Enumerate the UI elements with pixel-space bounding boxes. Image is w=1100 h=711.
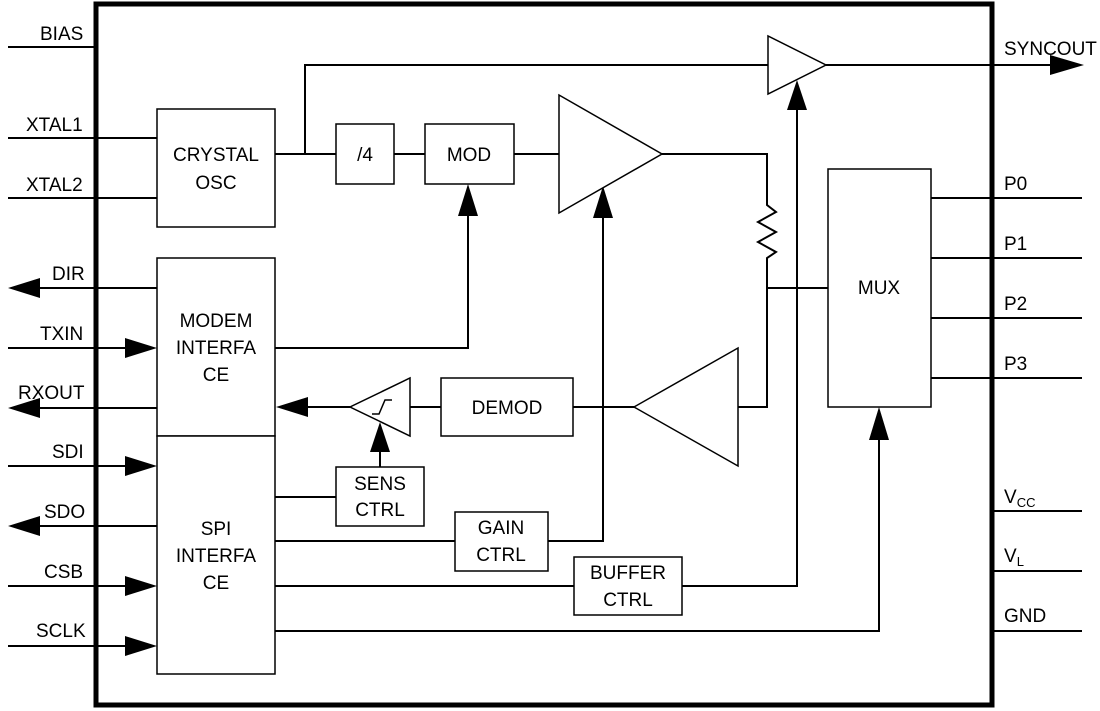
dir-arrow-icon <box>8 278 40 298</box>
pin-syncout: SYNCOUT <box>826 39 1097 75</box>
rxout-arrow-icon <box>8 398 40 418</box>
pin-gnd: GND <box>992 606 1082 632</box>
pin-sdi: SDI <box>8 442 157 476</box>
pin-dir-label: DIR <box>52 264 85 285</box>
svg-text:MOD: MOD <box>447 145 491 166</box>
pin-txin: TXIN <box>8 324 157 358</box>
pin-gnd-label: GND <box>1004 606 1046 627</box>
sens-ctrl-block: SENS CTRL <box>335 466 425 527</box>
pin-sclk: SCLK <box>8 621 157 656</box>
pin-xtal2-label: XTAL2 <box>26 175 83 196</box>
svg-text:INTERFA: INTERFA <box>176 338 257 359</box>
csb-arrow-icon <box>125 576 157 596</box>
buffer-ctrl-block: BUFFER CTRL <box>573 556 683 616</box>
svg-text:SENS: SENS <box>354 474 406 495</box>
svg-text:MUX: MUX <box>858 278 901 299</box>
pin-p0-label: P0 <box>1004 174 1027 195</box>
spi-interface-block: SPI INTERFA CE <box>156 435 276 675</box>
rx-amplifier-icon <box>632 346 739 468</box>
svg-text:SPI: SPI <box>201 519 232 540</box>
mux-arrow-icon <box>869 407 889 440</box>
modem-interface-block: MODEM INTERFA CE <box>156 257 276 437</box>
divide-by-4-block: /4 <box>335 123 395 185</box>
pin-p1-label: P1 <box>1004 234 1027 255</box>
svg-text:CE: CE <box>203 573 229 594</box>
pin-p0: P0 <box>931 174 1082 199</box>
syncout-buffer-icon <box>767 34 828 96</box>
pin-rxout: RXOUT <box>8 383 157 418</box>
pin-bias: BIAS <box>8 24 96 48</box>
svg-text:MODEM: MODEM <box>180 311 253 332</box>
pin-sclk-label: SCLK <box>36 621 86 642</box>
pin-rxout-label: RXOUT <box>18 383 85 404</box>
txin-arrow-icon <box>125 338 157 358</box>
sclk-arrow-icon <box>125 636 157 656</box>
pin-sdi-label: SDI <box>52 442 84 463</box>
comparator-icon <box>348 376 411 438</box>
pin-csb-label: CSB <box>44 562 83 583</box>
mod-control-arrow-icon <box>458 184 478 216</box>
pin-p3-label: P3 <box>1004 354 1027 375</box>
sdi-arrow-icon <box>125 456 157 476</box>
pin-p2: P2 <box>931 294 1082 319</box>
svg-text:/4: /4 <box>357 145 373 166</box>
gain-arrow-icon <box>593 186 613 218</box>
internal-wiring <box>275 64 889 632</box>
svg-text:CRYSTAL: CRYSTAL <box>173 145 259 166</box>
svg-text:CTRL: CTRL <box>603 590 653 611</box>
sdo-arrow-icon <box>8 516 40 536</box>
syncout-arrow-icon <box>1050 55 1084 75</box>
svg-text:INTERFA: INTERFA <box>176 546 257 567</box>
svg-text:OSC: OSC <box>195 173 236 194</box>
pin-p1: P1 <box>931 234 1082 259</box>
pin-sdo-label: SDO <box>44 502 85 523</box>
pin-txin-label: TXIN <box>40 324 83 345</box>
svg-text:CTRL: CTRL <box>355 500 405 521</box>
mod-block: MOD <box>424 123 515 185</box>
chip-outline <box>93 1 995 708</box>
gain-ctrl-block: GAIN CTRL <box>454 511 549 572</box>
rx-data-arrow-icon <box>276 397 308 417</box>
svg-text:CE: CE <box>203 365 229 386</box>
pin-p2-label: P2 <box>1004 294 1027 315</box>
demod-block: DEMOD <box>440 377 574 437</box>
svg-text:CTRL: CTRL <box>476 545 526 566</box>
pin-vl-label: VL <box>1004 546 1024 569</box>
pin-csb: CSB <box>8 562 157 596</box>
svg-text:GAIN: GAIN <box>478 518 524 539</box>
pin-syncout-label: SYNCOUT <box>1004 39 1097 60</box>
svg-text:DEMOD: DEMOD <box>472 398 543 419</box>
pin-xtal1-label: XTAL1 <box>26 115 83 136</box>
pin-vl: VL <box>992 546 1082 572</box>
mux-block: MUX <box>827 168 932 408</box>
pin-xtal2: XTAL2 <box>8 175 157 199</box>
pin-vcc-label: VCC <box>1004 487 1035 510</box>
pin-sdo: SDO <box>8 502 157 536</box>
pin-dir: DIR <box>8 264 157 298</box>
sens-arrow-icon <box>370 422 390 452</box>
tx-amplifier-icon <box>558 93 664 215</box>
svg-text:BUFFER: BUFFER <box>590 563 666 584</box>
pin-bias-label: BIAS <box>40 24 83 45</box>
pin-p3: P3 <box>931 354 1082 379</box>
crystal-osc-block: CRYSTAL OSC <box>156 108 276 228</box>
pin-xtal1: XTAL1 <box>8 115 157 139</box>
buffer-arrow-icon <box>787 80 807 110</box>
pin-vcc: VCC <box>992 487 1082 512</box>
